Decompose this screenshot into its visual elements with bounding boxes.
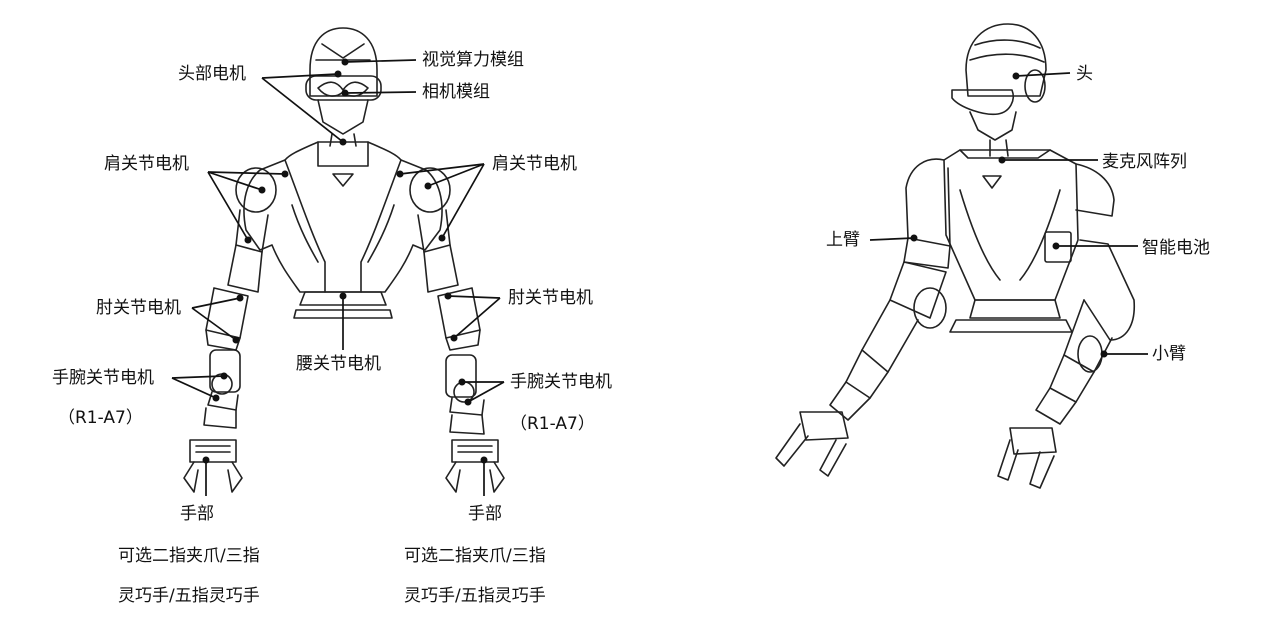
leader-upper-arm	[869, 234, 918, 242]
leader-vision-module	[341, 58, 417, 66]
label-hand-left: 手部	[180, 504, 214, 524]
label-upper-arm: 上臂	[826, 230, 860, 250]
label-elbow-motor-left: 肘关节电机	[96, 298, 181, 318]
leader-hand-right	[480, 456, 488, 496]
label-elbow-motor-right: 肘关节电机	[508, 288, 593, 308]
label-wrist-model-right: （R1-A7）	[510, 414, 595, 434]
label-hand-right: 手部	[468, 504, 502, 524]
leader-forearm	[1100, 350, 1148, 358]
leader-head	[1012, 72, 1071, 80]
hand-options-left-line1: 可选二指夹爪/三指	[118, 546, 260, 566]
label-shoulder-motor-left: 肩关节电机	[104, 154, 189, 174]
leader-head-motor	[261, 70, 347, 146]
label-wrist-model-left: （R1-A7）	[58, 408, 143, 428]
leader-hand-left	[202, 456, 210, 496]
hand-options-left-line2: 灵巧手/五指灵巧手	[118, 586, 260, 606]
leader-elbow-left	[191, 294, 244, 344]
label-shoulder-motor-right: 肩关节电机	[492, 154, 577, 174]
leader-waist-motor	[339, 292, 347, 350]
leader-camera-module	[341, 89, 417, 97]
leader-mic-array	[998, 156, 1098, 164]
leader-elbow-right	[444, 292, 501, 342]
label-head-motor: 头部电机	[178, 64, 246, 84]
hand-options-right-line1: 可选二指夹爪/三指	[404, 546, 546, 566]
label-mic-array: 麦克风阵列	[1102, 152, 1187, 172]
label-waist-motor: 腰关节电机	[296, 354, 381, 374]
side-robot-drawing	[775, 23, 1135, 489]
leader-shoulder-right	[396, 163, 485, 242]
leader-shoulder-left	[207, 170, 289, 244]
front-robot-drawing	[183, 27, 505, 493]
label-camera-module: 相机模组	[422, 82, 490, 102]
label-forearm: 小臂	[1152, 344, 1186, 364]
hand-options-right-line2: 灵巧手/五指灵巧手	[404, 586, 546, 606]
leader-smart-battery	[1052, 242, 1138, 250]
label-smart-battery: 智能电池	[1142, 238, 1210, 258]
label-vision-module: 视觉算力模组	[422, 50, 524, 70]
leader-wrist-right	[458, 378, 505, 406]
leader-wrist-left	[171, 372, 228, 402]
label-wrist-motor-left: 手腕关节电机	[52, 368, 154, 388]
label-head: 头	[1076, 64, 1093, 84]
label-wrist-motor-right: 手腕关节电机	[510, 372, 612, 392]
